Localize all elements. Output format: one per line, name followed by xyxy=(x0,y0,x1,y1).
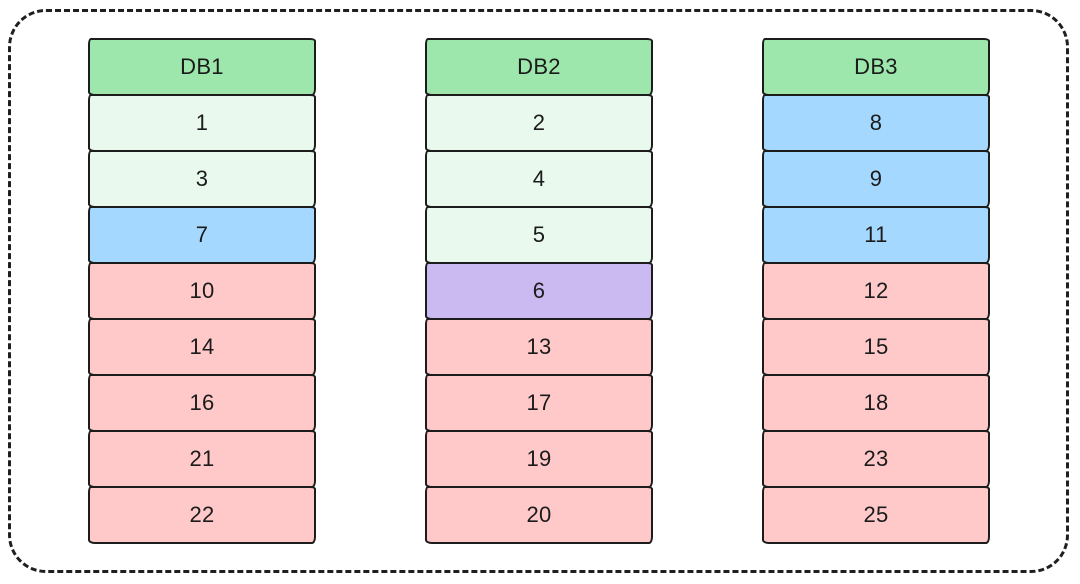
db-record-cell: 1 xyxy=(88,94,316,152)
db-record-cell: 21 xyxy=(88,430,316,488)
db-record-cell: 12 xyxy=(762,262,990,320)
dashed-border-frame xyxy=(8,9,1069,573)
db-record-cell: 6 xyxy=(425,262,653,320)
db-record-cell: 19 xyxy=(425,430,653,488)
db-record-cell: 2 xyxy=(425,94,653,152)
db-record-cell: 4 xyxy=(425,150,653,208)
db-record-cell: 11 xyxy=(762,206,990,264)
db-header-label: DB2 xyxy=(425,38,653,96)
db-record-cell: 18 xyxy=(762,374,990,432)
db-record-cell: 25 xyxy=(762,486,990,544)
db-record-cell: 14 xyxy=(88,318,316,376)
db-record-cell: 8 xyxy=(762,94,990,152)
db-header-label: DB1 xyxy=(88,38,316,96)
db-record-cell: 20 xyxy=(425,486,653,544)
db-record-cell: 5 xyxy=(425,206,653,264)
db-record-cell: 23 xyxy=(762,430,990,488)
db-record-cell: 22 xyxy=(88,486,316,544)
db-record-cell: 10 xyxy=(88,262,316,320)
db-record-cell: 15 xyxy=(762,318,990,376)
db-record-cell: 9 xyxy=(762,150,990,208)
db-record-cell: 17 xyxy=(425,374,653,432)
db-header-label: DB3 xyxy=(762,38,990,96)
db-record-cell: 16 xyxy=(88,374,316,432)
db-record-cell: 13 xyxy=(425,318,653,376)
db-record-cell: 7 xyxy=(88,206,316,264)
db-record-cell: 3 xyxy=(88,150,316,208)
